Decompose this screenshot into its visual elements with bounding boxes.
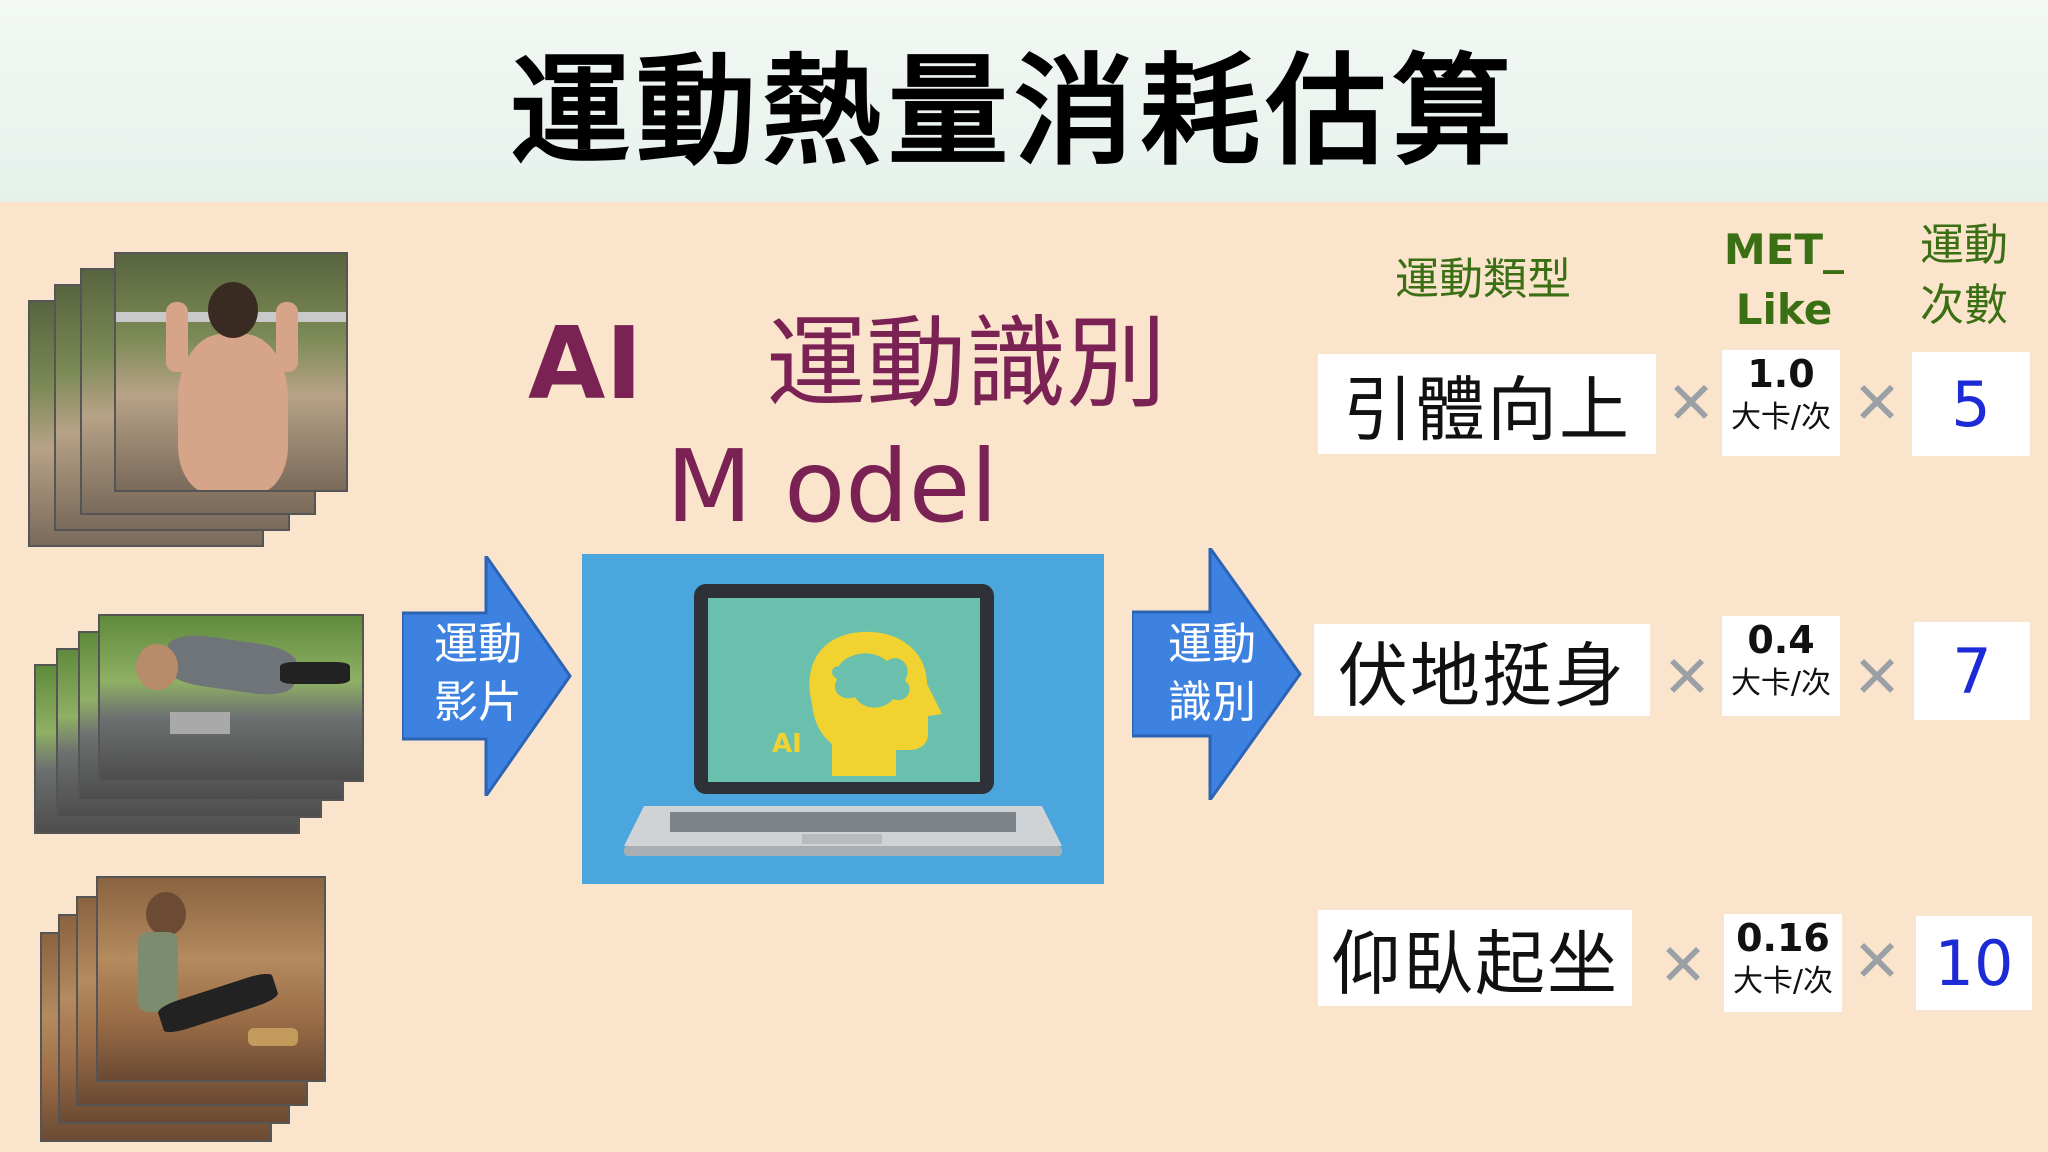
multiply-icon: ✕ [1658, 931, 1708, 999]
exercise-name-pushup: 伏地挺身 [1314, 624, 1650, 717]
model-title-line1: AI 運動識別 [528, 282, 1166, 427]
multiply-icon: ✕ [1852, 369, 1902, 437]
met-value-pullup: 1.0 大卡/次 [1722, 350, 1840, 456]
header-exercise-type: 運動類型 [1395, 254, 1571, 305]
video-frame [96, 876, 326, 1082]
header-met-like: MET_ Like [1723, 225, 1845, 334]
video-input-arrow [402, 556, 572, 796]
pushup-video-frames [34, 614, 364, 834]
title-bar: 運動熱量消耗估算 [0, 0, 2048, 202]
recognition-output-label: 運動 識別 [1168, 619, 1256, 728]
recognition-output-arrow [1132, 548, 1302, 800]
model-title-recognition: 運動識別 [766, 305, 1167, 422]
ai-icon-label: AI [772, 729, 802, 759]
model-title-ai: AI [528, 305, 643, 422]
met-value-situp: 0.16 大卡/次 [1724, 914, 1842, 1012]
count-situp: 10 [1916, 916, 2032, 1010]
multiply-icon: ✕ [1666, 369, 1716, 437]
video-input-label: 運動 影片 [434, 619, 522, 728]
met-value-pushup: 0.4 大卡/次 [1722, 616, 1840, 716]
ai-model-panel: AI [582, 554, 1104, 884]
video-frame [114, 252, 348, 492]
exercise-name-pullup: 引體向上 [1318, 354, 1656, 454]
count-pullup: 5 [1912, 352, 2030, 456]
header-count: 運動 次數 [1920, 220, 2008, 331]
situp-video-frames [40, 876, 340, 1142]
multiply-icon: ✕ [1852, 927, 1902, 995]
multiply-icon: ✕ [1852, 643, 1902, 711]
page-title: 運動熱量消耗估算 [510, 43, 1518, 182]
brain-head-icon [809, 631, 942, 776]
multiply-icon: ✕ [1662, 643, 1712, 711]
video-frame [98, 614, 364, 782]
laptop-icon: AI [624, 584, 1062, 856]
pullup-video-frames [28, 252, 348, 547]
count-pushup: 7 [1914, 622, 2030, 720]
model-title-line2: M odel [666, 428, 999, 545]
exercise-name-situp: 仰臥起坐 [1318, 910, 1632, 1006]
